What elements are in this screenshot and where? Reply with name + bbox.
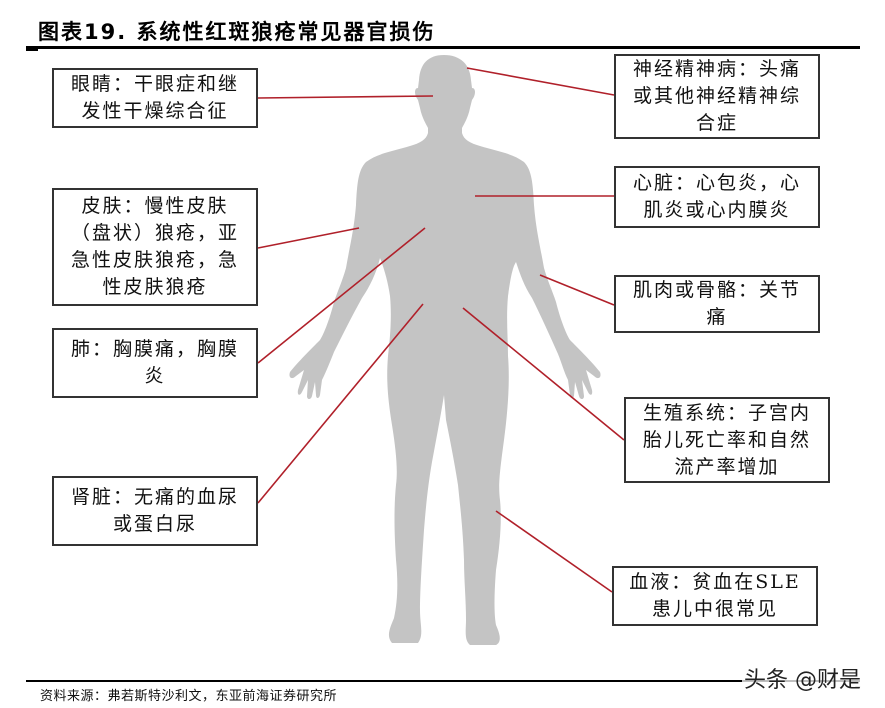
callout-skin: 皮肤：慢性皮肤（盘状）狼疮，亚急性皮肤狼疮，急性皮肤狼疮 bbox=[52, 188, 258, 306]
callout-lung: 肺：胸膜痛，胸膜炎 bbox=[52, 328, 258, 398]
callout-kidney: 肾脏：无痛的血尿或蛋白尿 bbox=[52, 476, 258, 546]
line-eyes bbox=[257, 95, 434, 99]
footer-rule bbox=[26, 680, 860, 682]
callout-blood-text: 血液：贫血在SLE患儿中很常见 bbox=[629, 571, 801, 620]
callout-skin-text: 皮肤：慢性皮肤（盘状）狼疮，亚急性皮肤狼疮，急性皮肤狼疮 bbox=[70, 195, 239, 298]
source-note: 资料来源：弗若斯特沙利文，东亚前海证券研究所 bbox=[40, 689, 338, 704]
callout-heart-text: 心脏：心包炎，心肌炎或心内膜炎 bbox=[632, 172, 801, 221]
line-lung bbox=[257, 227, 426, 364]
line-reproductive bbox=[462, 307, 625, 441]
line-neuro bbox=[466, 67, 615, 96]
callout-neuro: 神经精神病：头痛或其他神经精神综合症 bbox=[614, 54, 820, 139]
line-skin bbox=[257, 227, 360, 249]
callout-reproductive: 生殖系统：子宫内胎儿死亡率和自然流产率增加 bbox=[624, 397, 830, 483]
callout-muscle-text: 肌肉或骨骼：关节痛 bbox=[632, 279, 801, 328]
title-underline bbox=[26, 46, 860, 49]
callout-muscle: 肌肉或骨骼：关节痛 bbox=[614, 275, 820, 333]
callout-eyes: 眼睛：干眼症和继发性干燥综合征 bbox=[52, 68, 258, 128]
watermark: 头条 @财是 bbox=[742, 662, 863, 694]
line-muscle bbox=[539, 274, 615, 306]
callout-lung-text: 肺：胸膜痛，胸膜炎 bbox=[70, 338, 239, 387]
title-underline-stub bbox=[26, 49, 38, 51]
callout-lines bbox=[257, 67, 625, 593]
callout-heart: 心脏：心包炎，心肌炎或心内膜炎 bbox=[614, 166, 820, 228]
figure-title: 图表19. 系统性红斑狼疮常见器官损伤 bbox=[38, 20, 436, 44]
callout-kidney-text: 肾脏：无痛的血尿或蛋白尿 bbox=[70, 486, 239, 535]
callout-reproductive-text: 生殖系统：子宫内胎儿死亡率和自然流产率增加 bbox=[642, 401, 811, 478]
callout-eyes-text: 眼睛：干眼症和继发性干燥综合征 bbox=[70, 73, 239, 122]
callout-blood: 血液：贫血在SLE患儿中很常见 bbox=[612, 566, 818, 626]
line-kidney bbox=[257, 303, 424, 504]
line-blood bbox=[495, 510, 613, 593]
body-silhouette-icon bbox=[289, 55, 601, 645]
callout-neuro-text: 神经精神病：头痛或其他神经精神综合症 bbox=[632, 58, 801, 134]
